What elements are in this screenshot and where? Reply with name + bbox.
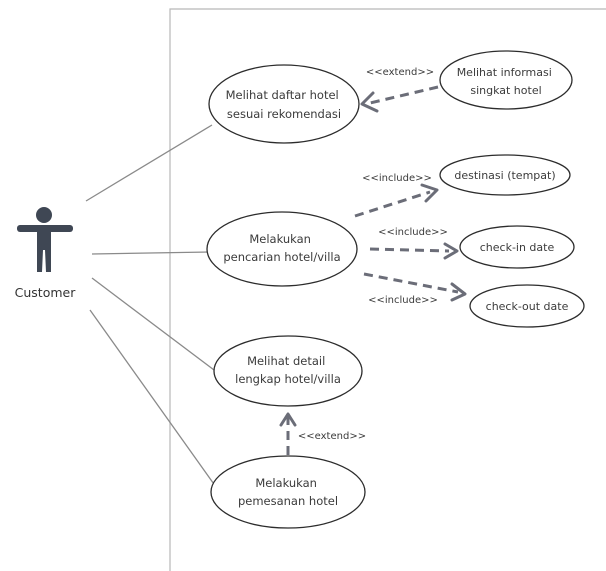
- svg-text:Melakukan pencarian ho: Melakukan pencarian hotel/villa: [223, 232, 340, 264]
- include-destination-label: <<include>>: [362, 173, 432, 184]
- usecase-hotel-detail-line1: Melihat detail: [247, 354, 325, 368]
- usecase-brief-hotel-info: Melihat informasi singkat hotel: [439, 50, 573, 110]
- include-checkin-relation: <<include>>: [369, 227, 459, 260]
- usecase-book-hotel: Melakukan pemesanan hotel: [210, 455, 366, 529]
- customer-actor: Customer: [15, 207, 77, 300]
- svg-text:Melihat informasi sing: Melihat informasi singkat hotel: [457, 66, 556, 97]
- usecase-search-hotel-line1: Melakukan: [249, 232, 311, 246]
- usecase-view-hotel-list-line1: Melihat daftar hotel: [226, 88, 339, 102]
- usecase-brief-hotel-info-line1: Melihat informasi: [457, 66, 552, 79]
- svg-text:Melihat daftar hotel s: Melihat daftar hotel sesuai rekomendasi: [226, 88, 343, 121]
- usecase-check-out: check-out date: [469, 284, 585, 328]
- svg-text:Melakukan pemesanan ho: Melakukan pemesanan hotel: [238, 476, 338, 508]
- association-booking: [89, 309, 222, 495]
- usecase-view-hotel-list-line2: sesuai rekomendasi: [227, 107, 341, 121]
- include-destination-relation: <<include>>: [354, 173, 439, 218]
- usecase-hotel-detail: Melihat detail lengkap hotel/villa: [213, 335, 363, 407]
- extend-info-label: <<extend>>: [366, 67, 434, 78]
- usecase-brief-hotel-info-line2: singkat hotel: [470, 84, 541, 97]
- usecase-hotel-detail-line2: lengkap hotel/villa: [235, 372, 341, 386]
- usecase-check-out-line1: check-out date: [486, 300, 569, 313]
- svg-text:destinasi (tempat): destinasi (tempat): [454, 169, 555, 182]
- svg-text:check-in date: check-in date: [480, 241, 555, 254]
- system-boundary: [169, 8, 606, 571]
- association-detail: [91, 277, 231, 383]
- svg-text:Melihat detail lengkap: Melihat detail lengkap hotel/villa: [235, 354, 341, 386]
- include-checkout-label: <<include>>: [368, 295, 438, 306]
- usecase-book-hotel-line1: Melakukan: [255, 476, 317, 490]
- svg-text:check-out date: check-out date: [486, 300, 569, 313]
- person-icon: [17, 207, 73, 272]
- extend-info-relation: <<extend>>: [360, 67, 439, 113]
- include-checkout-relation: <<include>>: [363, 272, 467, 306]
- usecase-check-in-line1: check-in date: [480, 241, 555, 254]
- usecase-search-hotel: Melakukan pencarian hotel/villa: [206, 211, 358, 287]
- usecase-check-in: check-in date: [459, 225, 575, 269]
- actor-label: Customer: [15, 285, 77, 300]
- usecase-book-hotel-line2: pemesanan hotel: [238, 494, 338, 508]
- usecase-destination-line1: destinasi (tempat): [454, 169, 555, 182]
- association-search: [91, 251, 211, 255]
- usecase-destination: destinasi (tempat): [439, 154, 571, 196]
- extend-booking-label: <<extend>>: [298, 431, 366, 442]
- include-checkin-label: <<include>>: [378, 227, 448, 238]
- extend-booking-relation: <<extend>>: [279, 412, 366, 455]
- association-view-list: [85, 124, 213, 202]
- usecase-search-hotel-line2: pencarian hotel/villa: [223, 250, 340, 264]
- usecase-view-hotel-list: Melihat daftar hotel sesuai rekomendasi: [208, 64, 360, 144]
